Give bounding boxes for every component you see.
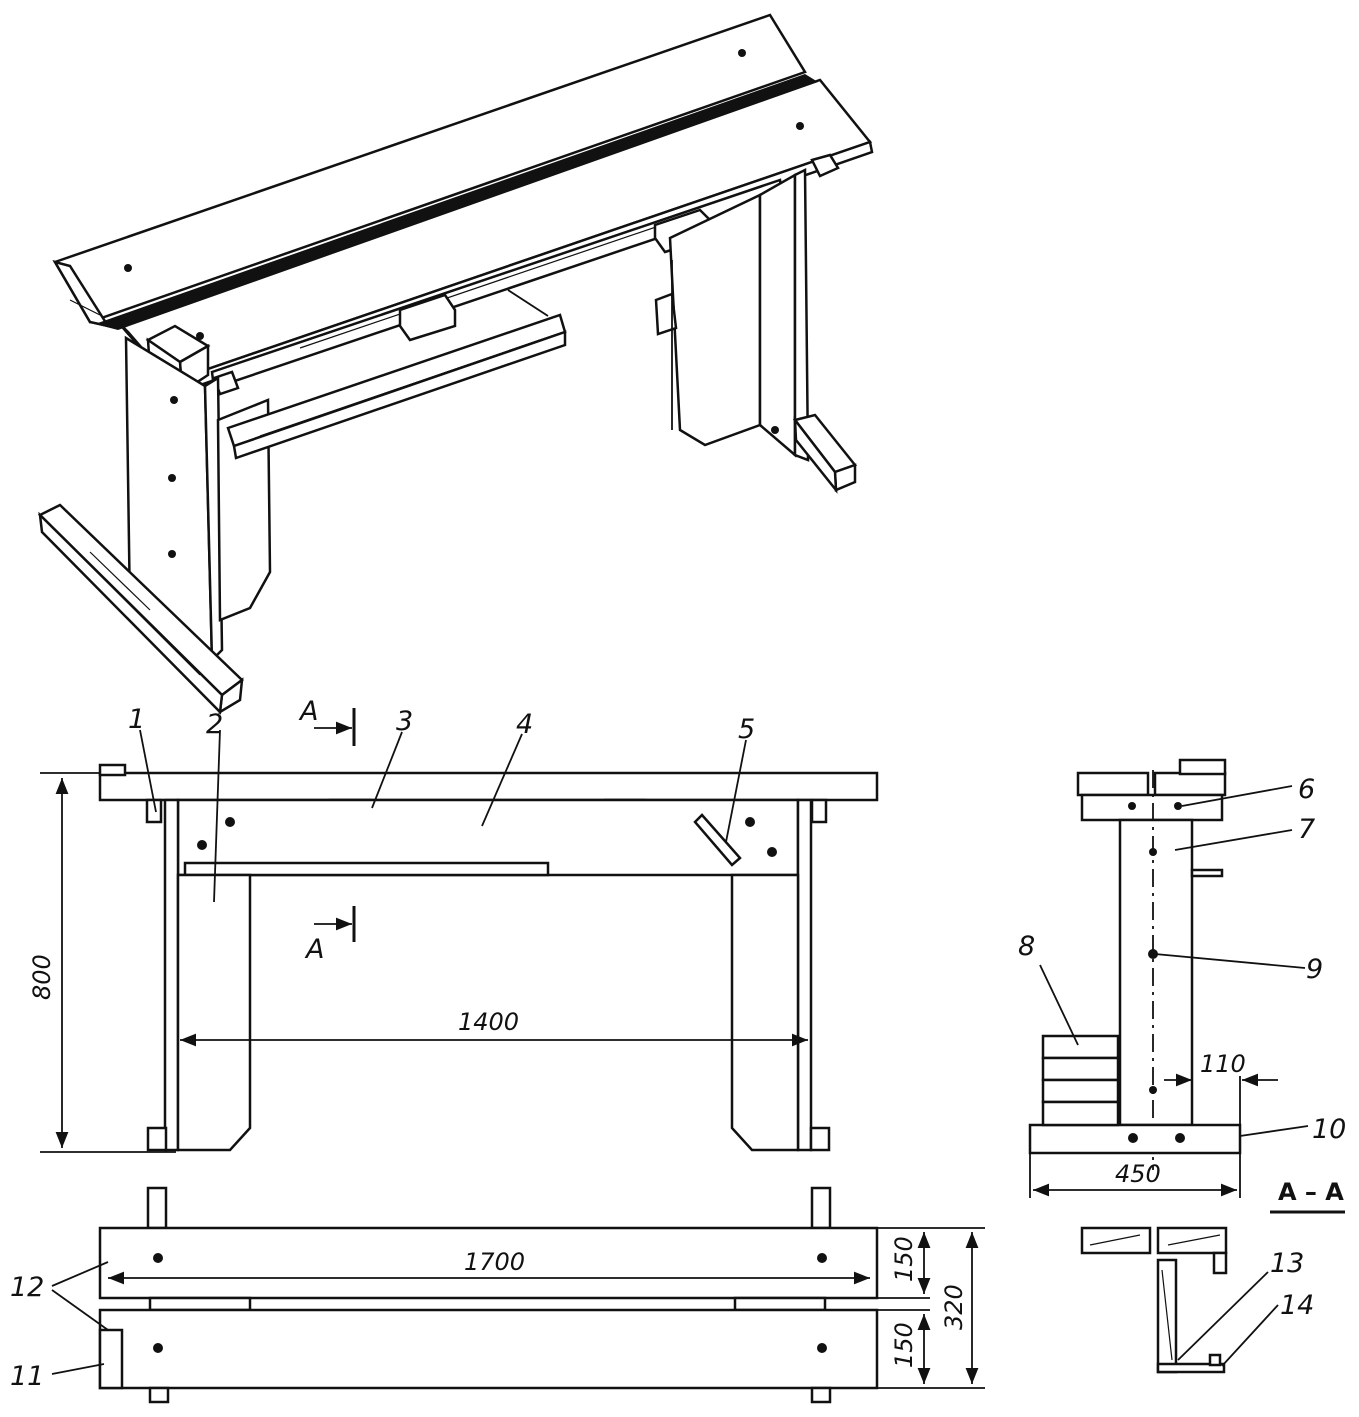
stretcher-board [183, 861, 550, 877]
dim-length: 1700 [464, 1248, 525, 1276]
front-bolts [197, 817, 777, 857]
label-part-10: 10 [1312, 1114, 1346, 1145]
label-part-1: 1 [128, 704, 145, 735]
label-part-2: 2 [206, 709, 223, 740]
side-bolts [1128, 802, 1185, 1143]
dim-board-width-top: 150 [890, 1236, 918, 1282]
left-foot-beam [37, 503, 244, 715]
dim-offset: 110 [1200, 1050, 1246, 1078]
side-view: 6 7 8 9 10 110 450 [1018, 758, 1346, 1198]
stretcher-bar [226, 289, 567, 460]
seat-board [98, 771, 879, 802]
right-foot-beam [792, 413, 858, 494]
right-leg-panel [654, 167, 810, 462]
seat-board-back [52, 13, 807, 328]
dim-inner-span: 1400 [458, 1008, 519, 1036]
label-part-5: 5 [738, 714, 755, 745]
label-part-3: 3 [396, 706, 413, 737]
front-elevation: 800 1400 A A 1 2 3 4 5 [28, 696, 879, 1153]
plan-view: 1700 150 150 320 12 11 [10, 1186, 985, 1404]
label-part-13: 13 [1270, 1248, 1304, 1279]
label-part-6: 6 [1298, 774, 1315, 805]
label-part-12: 12 [10, 1272, 44, 1303]
left-leg-outer [163, 798, 180, 1152]
left-leg-panel-front [176, 873, 252, 1152]
dim-depth: 450 [1115, 1160, 1161, 1188]
label-part-9: 9 [1306, 954, 1323, 985]
stacked-blocks [1041, 1034, 1120, 1127]
label-part-4: 4 [516, 709, 533, 740]
section-title: A – A [1278, 1178, 1344, 1206]
section-a-a: A – A 13 14 [1080, 1178, 1345, 1374]
seat-board-plan-top [98, 1226, 879, 1300]
cut-mark-bottom-letter: A [304, 934, 324, 965]
right-leg-outer [796, 798, 813, 1152]
cut-mark-top-letter: A [298, 696, 318, 727]
label-part-11: 11 [10, 1361, 44, 1392]
dim-height: 800 [28, 954, 56, 1000]
seat-board-plan-bottom [98, 1308, 879, 1390]
right-leg-panel-front [730, 873, 800, 1152]
dim-total-width: 320 [940, 1284, 968, 1330]
label-part-8: 8 [1018, 931, 1035, 962]
left-leg-panel [124, 335, 272, 663]
seat-cross-bearer [1080, 793, 1224, 822]
label-part-14: 14 [1280, 1290, 1314, 1321]
dim-board-width-bottom: 150 [890, 1322, 918, 1368]
label-part-7: 7 [1298, 814, 1315, 845]
isometric-view [37, 13, 874, 715]
